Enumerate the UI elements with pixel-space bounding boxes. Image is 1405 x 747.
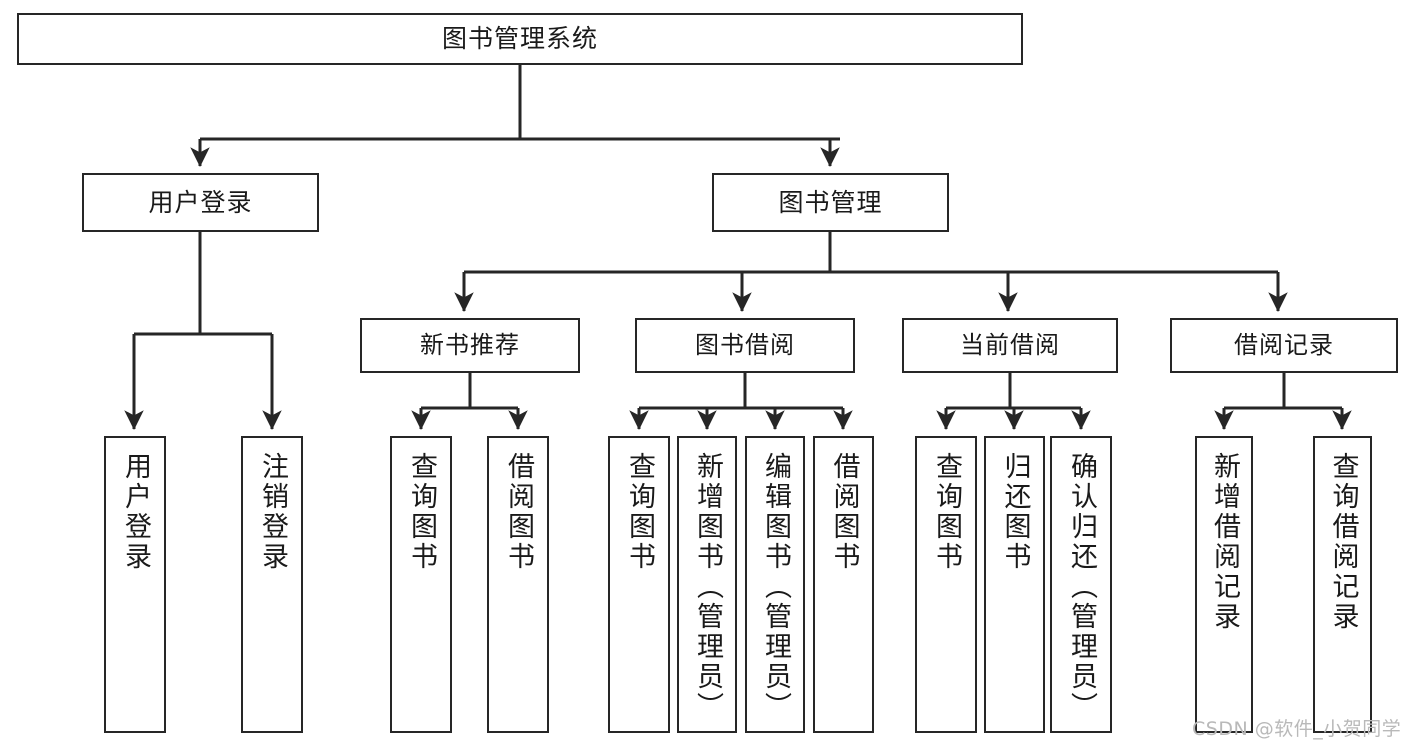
node-leaf-edit-book-admin[interactable]: 编辑图书（管理员） — [745, 436, 805, 733]
node-leaf-add-book-admin[interactable]: 新增图书（管理员） — [677, 436, 737, 733]
node-book-manage-label: 图书管理 — [778, 187, 883, 217]
node-leaf-add-borrow-record-label: 新增借阅记录 — [1209, 452, 1241, 632]
node-leaf-return-book-label: 归还图书 — [999, 452, 1031, 572]
node-current-borrow[interactable]: 当前借阅 — [902, 318, 1118, 373]
node-leaf-query-book-3-label: 查询图书 — [931, 452, 963, 572]
node-new-book-recommend-label: 新书推荐 — [420, 331, 520, 360]
node-book-borrow[interactable]: 图书借阅 — [635, 318, 855, 373]
node-root-system[interactable]: 图书管理系统 — [17, 13, 1023, 65]
node-book-borrow-label: 图书借阅 — [695, 331, 795, 360]
node-leaf-user-login-label: 用户登录 — [120, 452, 152, 572]
node-leaf-add-book-admin-label: 新增图书（管理员） — [692, 452, 724, 722]
node-leaf-query-book-3[interactable]: 查询图书 — [915, 436, 977, 733]
node-new-book-recommend[interactable]: 新书推荐 — [360, 318, 580, 373]
node-leaf-query-book-2-label: 查询图书 — [624, 452, 656, 572]
node-borrow-record-label: 借阅记录 — [1234, 331, 1334, 360]
node-leaf-query-book-1[interactable]: 查询图书 — [390, 436, 452, 733]
node-leaf-borrow-book-1[interactable]: 借阅图书 — [487, 436, 549, 733]
node-leaf-confirm-return-admin[interactable]: 确认归还（管理员） — [1050, 436, 1112, 733]
node-book-manage[interactable]: 图书管理 — [712, 173, 949, 232]
node-user-login-label: 用户登录 — [148, 187, 253, 217]
node-leaf-borrow-book-1-label: 借阅图书 — [503, 452, 535, 572]
node-leaf-query-book-1-label: 查询图书 — [406, 452, 438, 572]
node-user-login[interactable]: 用户登录 — [82, 173, 319, 232]
node-leaf-borrow-book-2[interactable]: 借阅图书 — [813, 436, 874, 733]
node-leaf-logout-login-label: 注销登录 — [257, 452, 289, 572]
node-root-system-label: 图书管理系统 — [441, 24, 598, 54]
node-current-borrow-label: 当前借阅 — [960, 331, 1060, 360]
node-leaf-query-borrow-record[interactable]: 查询借阅记录 — [1313, 436, 1372, 733]
node-leaf-query-book-2[interactable]: 查询图书 — [608, 436, 670, 733]
node-leaf-add-borrow-record[interactable]: 新增借阅记录 — [1195, 436, 1253, 733]
node-leaf-return-book[interactable]: 归还图书 — [984, 436, 1045, 733]
node-leaf-query-borrow-record-label: 查询借阅记录 — [1327, 452, 1359, 632]
node-leaf-user-login[interactable]: 用户登录 — [104, 436, 166, 733]
node-borrow-record[interactable]: 借阅记录 — [1170, 318, 1398, 373]
node-leaf-borrow-book-2-label: 借阅图书 — [828, 452, 860, 572]
node-leaf-confirm-return-admin-label: 确认归还（管理员） — [1066, 452, 1098, 722]
node-leaf-logout-login[interactable]: 注销登录 — [241, 436, 303, 733]
node-leaf-edit-book-admin-label: 编辑图书（管理员） — [760, 452, 792, 722]
